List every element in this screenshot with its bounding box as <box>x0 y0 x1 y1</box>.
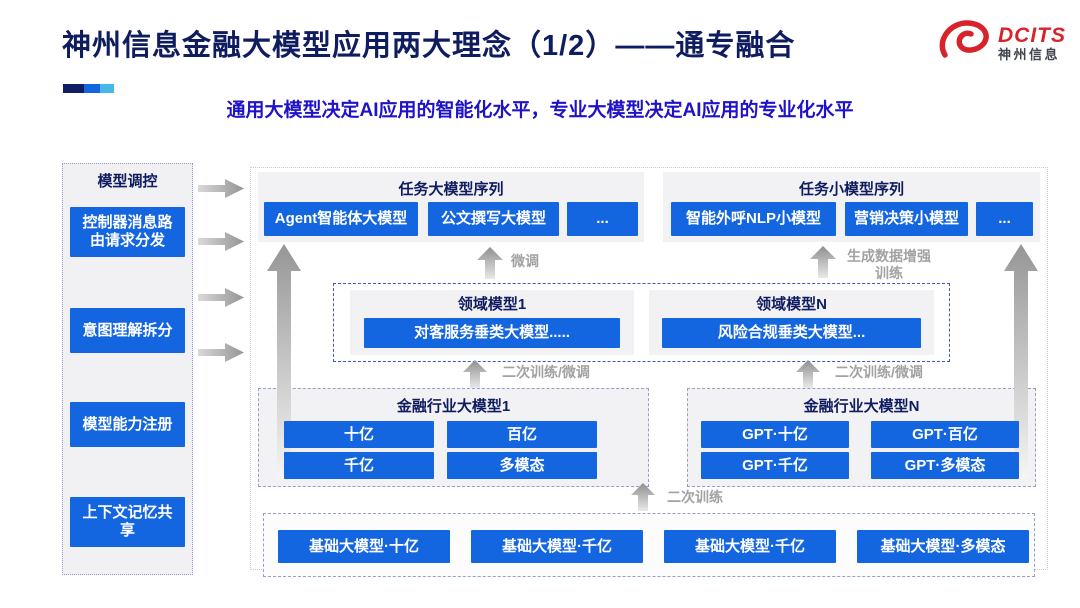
task-small-panel-title: 任务小模型序列 <box>798 181 904 198</box>
industry-model-n-title: 金融行业大模型N <box>803 398 920 415</box>
sidebar-item-intent: 意图理解拆分 <box>70 308 185 353</box>
model-box-gpt-100b: GPT·千亿 <box>701 452 849 479</box>
base-model-100b-a: 基础大模型·千亿 <box>471 530 643 563</box>
retrain-label-bottom: 二次训练 <box>667 489 723 505</box>
dcits-logo: DCITS 神州信息 <box>938 18 1066 69</box>
right-arrow-icon <box>198 177 244 205</box>
model-box-gpt-10b: GPT·百亿 <box>871 421 1019 448</box>
model-box-ellipsis: ... <box>976 202 1033 236</box>
dcits-swirl-icon <box>938 18 992 69</box>
model-box-gpt-multimodal: GPT·多模态 <box>871 452 1019 479</box>
model-box-10b: 百亿 <box>447 421 597 448</box>
accent-segment <box>84 84 100 93</box>
page-title: 神州信息金融大模型应用两大理念（1/2）——通专融合 <box>62 30 796 62</box>
model-box-risk-compliance: 风险合规垂类大模型... <box>662 318 921 348</box>
logo-brand-text: DCITS <box>998 24 1066 48</box>
base-model-100b-b: 基础大模型·千亿 <box>664 530 836 563</box>
big-up-arrow-icon <box>1004 244 1038 483</box>
up-arrow-icon <box>477 247 503 284</box>
sidebar-item-context: 上下文记忆共 享 <box>70 497 185 547</box>
model-box-customer-service: 对客服务垂类大模型..... <box>364 318 620 348</box>
retrain-finetune-label-left: 二次训练/微调 <box>502 364 590 380</box>
fine-tune-label: 微调 <box>511 253 539 269</box>
right-arrow-icon <box>198 286 244 314</box>
task-large-panel-title: 任务大模型序列 <box>398 181 504 198</box>
model-box-gpt-1b: GPT·十亿 <box>701 421 849 448</box>
model-box-1b: 十亿 <box>284 421 434 448</box>
sidebar-title: 模型调控 <box>97 173 158 190</box>
model-box-agent: Agent智能体大模型 <box>264 202 418 236</box>
base-model-1b: 基础大模型·十亿 <box>278 530 450 563</box>
up-arrow-icon <box>631 483 655 516</box>
sidebar-item-router: 控制器消息路 由请求分发 <box>70 207 185 257</box>
right-arrow-icon <box>198 230 244 258</box>
accent-segment <box>63 84 84 93</box>
model-box-multimodal: 多模态 <box>447 452 597 479</box>
base-model-multimodal: 基础大模型·多模态 <box>857 530 1029 563</box>
up-arrow-icon <box>463 360 487 393</box>
accent-segment <box>100 84 114 93</box>
up-arrow-icon <box>810 246 836 283</box>
industry-model-1-title: 金融行业大模型1 <box>396 398 511 415</box>
logo-brand-cn: 神州信息 <box>998 47 1061 63</box>
retrain-finetune-label-right: 二次训练/微调 <box>835 364 923 380</box>
domain-model-n-title: 领域模型N <box>756 296 827 313</box>
sidebar-item-registry: 模型能力注册 <box>70 402 185 447</box>
model-box-marketing: 营销决策小模型 <box>845 202 968 236</box>
title-accent-bar <box>63 84 114 93</box>
model-box-nlp-call: 智能外呼NLP小模型 <box>671 202 836 236</box>
slide-subtitle: 通用大模型决定AI应用的智能化水平，专业大模型决定AI应用的专业化水平 <box>226 100 854 121</box>
augment-train-label: 生成数据增强 训练 <box>847 248 931 281</box>
model-box-document: 公文撰写大模型 <box>428 202 559 236</box>
model-box-ellipsis: ... <box>567 202 638 236</box>
model-box-100b: 千亿 <box>284 452 434 479</box>
domain-model-1-title: 领域模型1 <box>457 296 527 313</box>
right-arrow-icon <box>198 341 244 369</box>
up-arrow-icon <box>796 360 820 393</box>
big-up-arrow-icon <box>267 244 301 483</box>
